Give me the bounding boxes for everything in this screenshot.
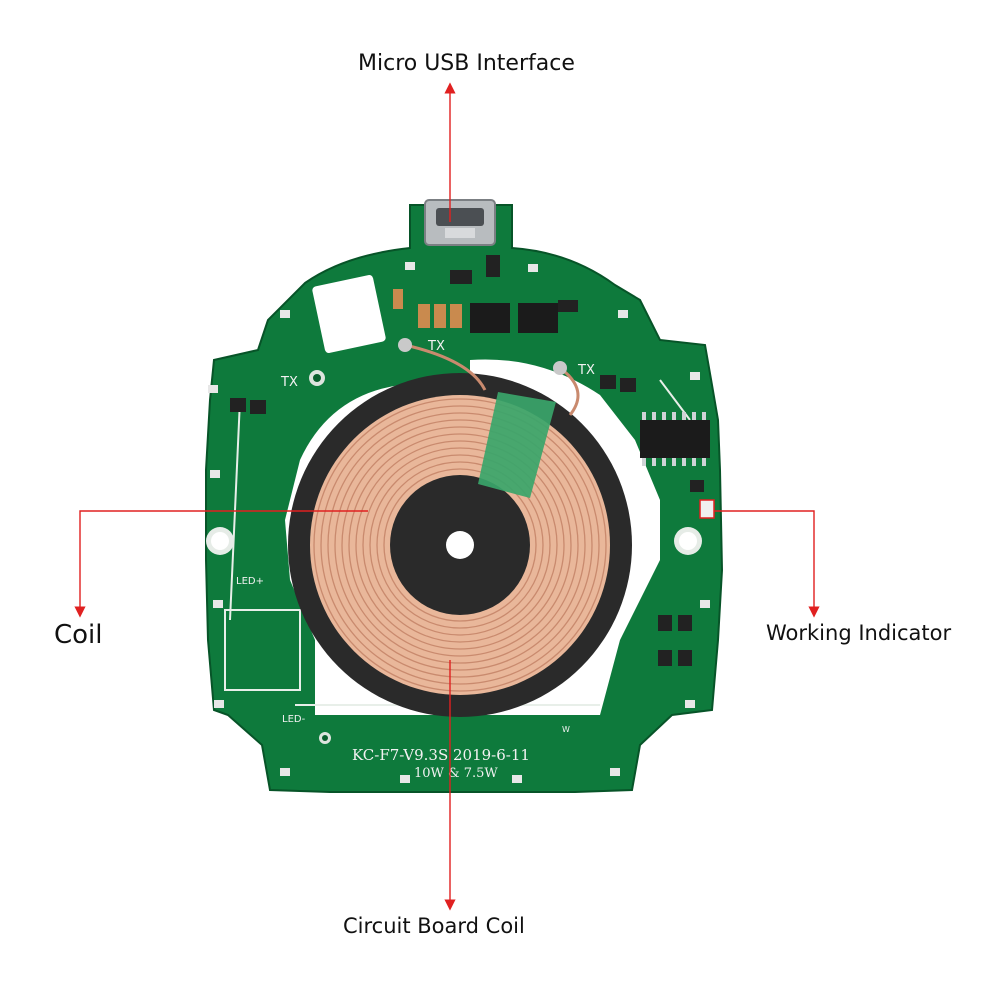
lead-pads <box>398 338 567 375</box>
board-power-label: 10W & 7.5W <box>414 766 498 781</box>
core-hole <box>446 531 474 559</box>
via-hole-left <box>309 370 325 386</box>
coil-turns <box>313 398 607 692</box>
micro-usb-callout: Micro USB Interface <box>358 51 575 76</box>
tx-label-mid: TX <box>427 339 445 354</box>
mounting-hole-right <box>674 527 702 555</box>
ic-chip-top-2 <box>518 303 558 333</box>
capacitors <box>393 289 462 328</box>
board-model-label: KC-F7-V9.3S 2019-6-11 <box>352 746 530 764</box>
smd-components <box>230 255 704 666</box>
working-indicator-arrow <box>714 510 820 618</box>
coil <box>288 338 632 717</box>
coil-arrow <box>74 510 368 618</box>
micro-usb-connector <box>424 199 496 246</box>
ic-chip-top-1 <box>470 303 510 333</box>
callout-lines <box>74 82 820 911</box>
working-indicator-callout: Working Indicator <box>766 621 952 645</box>
tx-label-left: TX <box>280 375 298 390</box>
resistors <box>208 262 710 783</box>
led-minus-label: LED- <box>282 714 306 725</box>
via-hole-bottom <box>319 732 331 744</box>
coil-callout: Coil <box>54 620 103 650</box>
ic-chip-right <box>640 412 710 466</box>
coil-tape <box>478 392 556 498</box>
square-cutout <box>312 275 386 353</box>
circuit-board-coil-callout: Circuit Board Coil <box>343 914 525 938</box>
tx-label-right: TX <box>577 363 595 378</box>
led-plus-label: LED+ <box>236 576 264 587</box>
mounting-hole-left <box>206 527 234 555</box>
working-indicator-led <box>699 499 715 519</box>
w-mark: W <box>562 725 570 734</box>
